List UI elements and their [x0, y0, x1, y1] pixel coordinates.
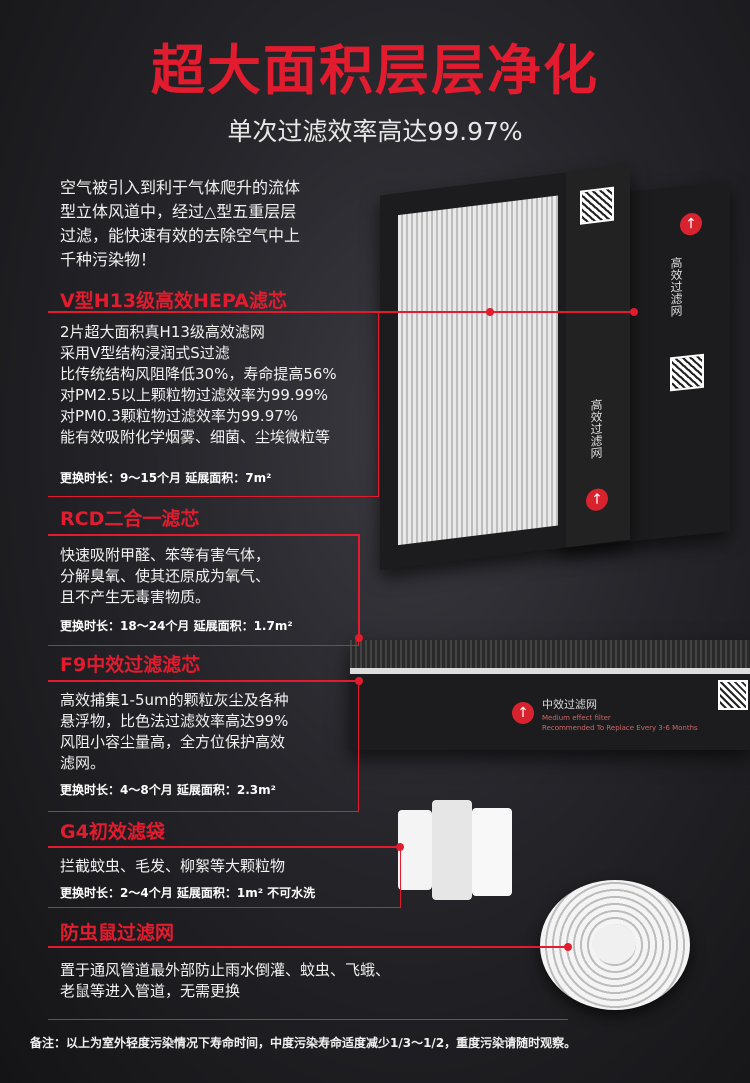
section-line: 采用V型结构浸润式S过滤 — [60, 344, 230, 362]
section-hepa-body: 2片超大面积真H13级高效滤网 采用V型结构浸润式S过滤 比传统结构风阻降低30… — [60, 322, 337, 448]
medium-filter-sub2: Recommended To Replace Every 3-6 Months — [542, 724, 698, 732]
section-g4-meta: 更换时长：2～4个月 延展面积：1m² 不可水洗 — [60, 886, 316, 900]
intro-line: 空气被引入到利于气体爬升的流体 — [60, 178, 301, 197]
qr-code-icon — [670, 353, 704, 392]
section-hepa-box — [48, 311, 379, 497]
intro-line: 过滤，能快速有效的去除空气中上 — [60, 226, 301, 245]
connector-dot — [630, 308, 638, 316]
qr-code-icon — [580, 186, 614, 225]
qr-code-icon — [718, 680, 748, 710]
section-line: 悬浮物，比色法过滤效率高达99% — [60, 712, 289, 730]
hepa-back-label: 高效过滤网 — [669, 256, 683, 318]
g4-filter-bag-image — [398, 800, 518, 910]
hepa-filter-front-image: 高效过滤网 ↑ — [380, 164, 630, 571]
section-hepa-title: V型H13级高效HEPA滤芯 — [60, 290, 287, 312]
connector-dot — [486, 308, 494, 316]
footer-note: 备注：以上为室外轻度污染情况下寿命时间，中度污染寿命适度减少1/3～1/2，重度… — [30, 1036, 577, 1050]
section-hepa-meta: 更换时长：9～15个月 延展面积：7m² — [60, 471, 272, 485]
section-g4-title: G4初效滤袋 — [60, 821, 165, 843]
section-f9-box — [48, 680, 359, 812]
section-line: 且不产生无毒害物质。 — [60, 588, 211, 606]
section-rcd-meta: 更换时长：18～24个月 延展面积：1.7m² — [60, 619, 293, 633]
intro-line: 型立体风道中，经过△型五重层层 — [60, 202, 297, 221]
section-line: 2片超大面积真H13级高效滤网 — [60, 323, 265, 341]
medium-filter-sub: Medium effect filter — [542, 714, 611, 722]
medium-filter-image: ↑ 中效过滤网 Medium effect filter Recommended… — [350, 640, 750, 750]
intro-line: 千种污染物！ — [60, 250, 157, 269]
section-f9-body: 高效捕集1-5um的颗粒灰尘及各种 悬浮物，比色法过滤效率高达99% 风阻小容尘… — [60, 690, 289, 774]
section-line: 拦截蚊虫、毛发、柳絮等大颗粒物 — [60, 857, 286, 875]
connector-dot — [564, 943, 572, 951]
section-line: 风阻小容尘量高，全方位保护高效 — [60, 733, 286, 751]
section-mesh-title: 防虫鼠过滤网 — [60, 922, 175, 944]
connector-dot — [355, 677, 363, 685]
section-g4-box — [48, 846, 401, 908]
section-g4-body: 拦截蚊虫、毛发、柳絮等大颗粒物 — [60, 856, 285, 877]
arrow-up-icon: ↑ — [512, 702, 534, 724]
arrow-up-icon: ↑ — [680, 212, 702, 237]
section-mesh-box — [48, 946, 568, 1020]
hepa-front-label: 高效过滤网 — [589, 397, 603, 460]
page-title: 超大面积层层净化 — [151, 39, 599, 102]
section-line: 对PM0.3颗粒物过滤效率为99.97% — [60, 407, 299, 425]
medium-filter-label: 中效过滤网 — [542, 698, 597, 711]
section-line: 老鼠等进入管道，无需更换 — [60, 982, 241, 1000]
section-line: 比传统结构风阻降低30%，寿命提高56% — [60, 365, 337, 383]
section-line: 高效捕集1-5um的颗粒灰尘及各种 — [60, 691, 289, 709]
section-line: 能有效吸附化学烟雾、细菌、尘埃微粒等 — [60, 428, 331, 446]
section-rcd-body: 快速吸附甲醛、笨等有害气体， 分解臭氧、使其还原成为氧气、 且不产生无毒害物质。 — [60, 545, 270, 608]
section-f9-meta: 更换时长：4～8个月 延展面积：2.3m² — [60, 783, 276, 797]
connector-dot — [355, 634, 363, 642]
section-rcd-title: RCD二合一滤芯 — [60, 508, 200, 530]
section-rcd-box — [48, 534, 359, 646]
section-line: 快速吸附甲醛、笨等有害气体， — [60, 546, 271, 564]
page-subtitle: 单次过滤效率高达99.97% — [227, 117, 523, 146]
section-f9-title: F9中效过滤滤芯 — [60, 654, 201, 676]
intro-text: 空气被引入到利于气体爬升的流体 型立体风道中，经过△型五重层层 过滤，能快速有效… — [60, 176, 360, 272]
section-line: 分解臭氧、使其还原成为氧气、 — [60, 567, 271, 585]
section-line: 置于通风管道最外部防止雨水倒灌、蚊虫、飞蛾、 — [60, 961, 391, 979]
section-line: 对PM2.5以上颗粒物过滤效率为99.99% — [60, 386, 329, 404]
section-mesh-body: 置于通风管道最外部防止雨水倒灌、蚊虫、飞蛾、 老鼠等进入管道，无需更换 — [60, 960, 390, 1002]
section-line: 滤网。 — [60, 754, 106, 772]
